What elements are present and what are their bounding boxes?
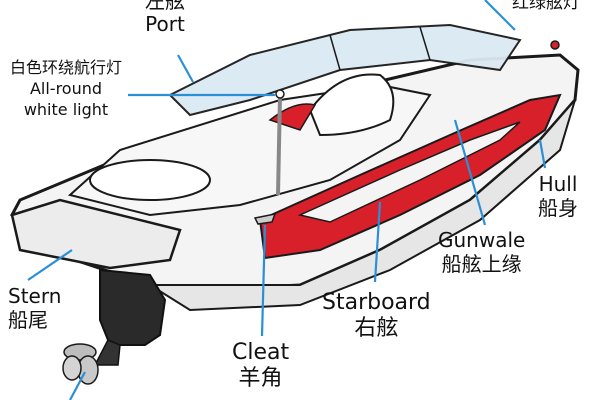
light-pole bbox=[276, 94, 282, 196]
windshield-frame bbox=[329, 26, 431, 71]
label-hull-zh: 船身 bbox=[538, 196, 578, 220]
hull-lower bbox=[146, 99, 576, 312]
propeller bbox=[62, 343, 99, 385]
label-starboard-en: Starboard bbox=[322, 290, 431, 315]
label-starboard-zh: 右舷 bbox=[354, 316, 399, 342]
leader-running-lights bbox=[484, 0, 516, 31]
label-allround-zh: 白色环绕航行灯 bbox=[10, 58, 123, 77]
leader-cleat bbox=[260, 224, 267, 337]
label-running-lights-zh: 红绿舷灯 bbox=[512, 0, 580, 13]
label-stern: Stern 船尾 bbox=[8, 284, 61, 332]
label-gunwale-en: Gunwale bbox=[438, 228, 526, 252]
label-port: 左舷 Port bbox=[145, 0, 185, 36]
leader-gunwale bbox=[453, 119, 487, 226]
cleat-shape bbox=[253, 212, 277, 225]
rear-seat bbox=[89, 159, 211, 201]
label-gunwale: Gunwale 船舷上缘 bbox=[438, 228, 525, 276]
leader-hull bbox=[538, 139, 547, 169]
leader-stern bbox=[27, 249, 73, 281]
hull-red-stripe-2 bbox=[297, 121, 521, 223]
bow-light bbox=[550, 40, 560, 50]
label-stern-zh: 船尾 bbox=[8, 308, 48, 332]
label-starboard: Starboard 右舷 bbox=[322, 290, 431, 343]
label-allround-light: 白色环绕航行灯 All-round white light bbox=[10, 58, 122, 120]
label-stern-en: Stern bbox=[8, 284, 62, 308]
label-gunwale-zh: 船舷上缘 bbox=[441, 252, 522, 276]
label-hull: Hull 船身 bbox=[538, 172, 578, 220]
outboard-motor bbox=[99, 268, 167, 346]
label-cleat-en: Cleat bbox=[232, 340, 290, 365]
leader-port bbox=[177, 54, 194, 83]
swim-platform bbox=[10, 198, 182, 270]
label-cleat-zh: 羊角 bbox=[238, 366, 283, 392]
label-allround-en-1: All-round bbox=[29, 78, 103, 98]
leader-propeller bbox=[69, 371, 86, 400]
label-allround-en-2: white light bbox=[23, 99, 109, 119]
label-hull-en: Hull bbox=[538, 172, 578, 196]
windshield bbox=[168, 23, 522, 117]
label-running-lights: 红绿舷灯 bbox=[512, 0, 580, 14]
label-port-zh: 左舷 bbox=[145, 0, 185, 13]
allround-light-bulb bbox=[275, 89, 285, 99]
label-cleat: Cleat 羊角 bbox=[232, 340, 289, 393]
leader-starboard bbox=[373, 201, 382, 283]
motor-shaft bbox=[93, 339, 121, 366]
label-port-en: Port bbox=[145, 12, 185, 36]
seat-back bbox=[308, 73, 395, 137]
